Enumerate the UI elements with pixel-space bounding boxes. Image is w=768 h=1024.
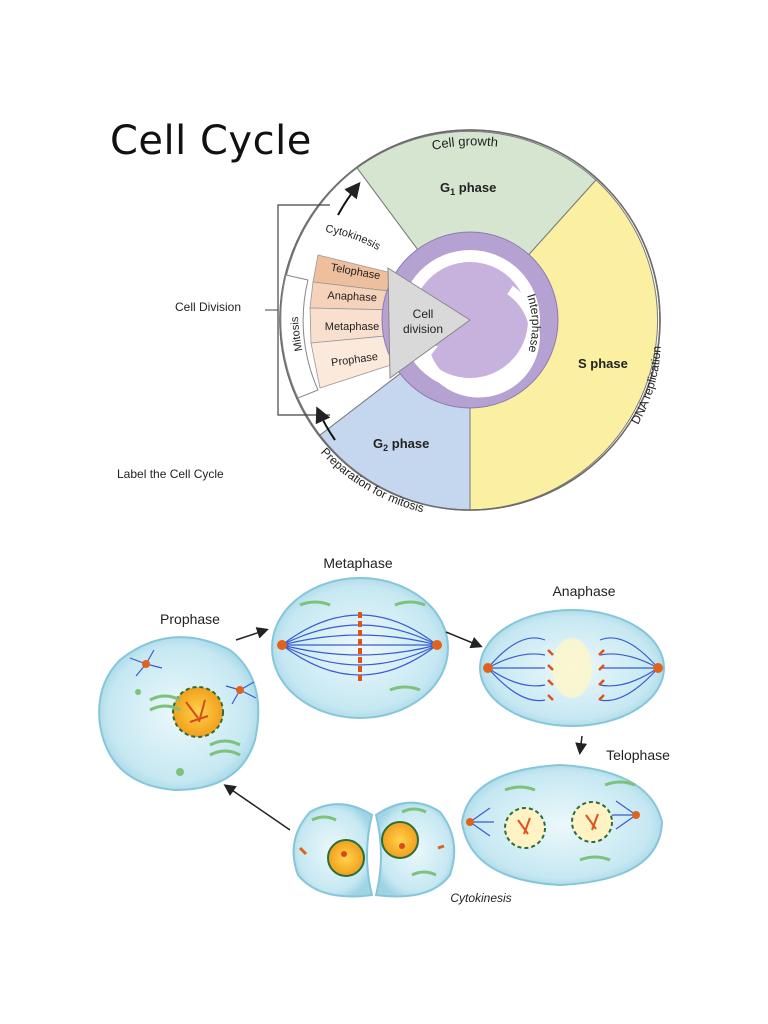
g2-phase-label: G2 phase <box>373 436 429 453</box>
cell-division-triangle <box>387 267 471 379</box>
mitosis-stages: Prophase Metaphase <box>98 555 670 905</box>
s-sector <box>469 179 659 511</box>
cell-growth-label: Cell growth <box>430 133 498 153</box>
metaphase-stage-label: Metaphase <box>323 555 392 571</box>
s-phase-label: S phase <box>578 356 628 371</box>
metaphase-cell <box>271 577 449 719</box>
prophase-stage-label: Prophase <box>160 611 220 627</box>
mitosis-label: Mitosis <box>289 316 305 352</box>
page-title: Cell Cycle <box>110 118 312 164</box>
label-prompt: Label the Cell Cycle <box>117 467 224 481</box>
g1-phase-label: G1 phase <box>440 180 496 197</box>
anaphase-stage-label: Anaphase <box>552 583 615 599</box>
cytokinesis-cells <box>292 801 456 898</box>
telophase-stage-label: Telophase <box>606 747 670 763</box>
telophase-cell <box>460 763 664 887</box>
cell-cycle-wheel: Cell growth G1 phase S phase DNA replica… <box>265 129 664 515</box>
metaphase-wheel-label: Metaphase <box>325 321 379 333</box>
anaphase-wheel-label: Anaphase <box>327 290 377 305</box>
cell-division-text-1: Cell <box>413 307 434 321</box>
cell-division-text-2: division <box>403 322 443 336</box>
interphase-label: Interphase <box>524 292 543 354</box>
anaphase-cell <box>479 609 665 727</box>
cell-division-label: Cell Division <box>175 300 242 314</box>
prophase-cell <box>98 636 260 792</box>
cytokinesis-stage-label: Cytokinesis <box>450 891 511 905</box>
g1-sector <box>356 130 597 321</box>
